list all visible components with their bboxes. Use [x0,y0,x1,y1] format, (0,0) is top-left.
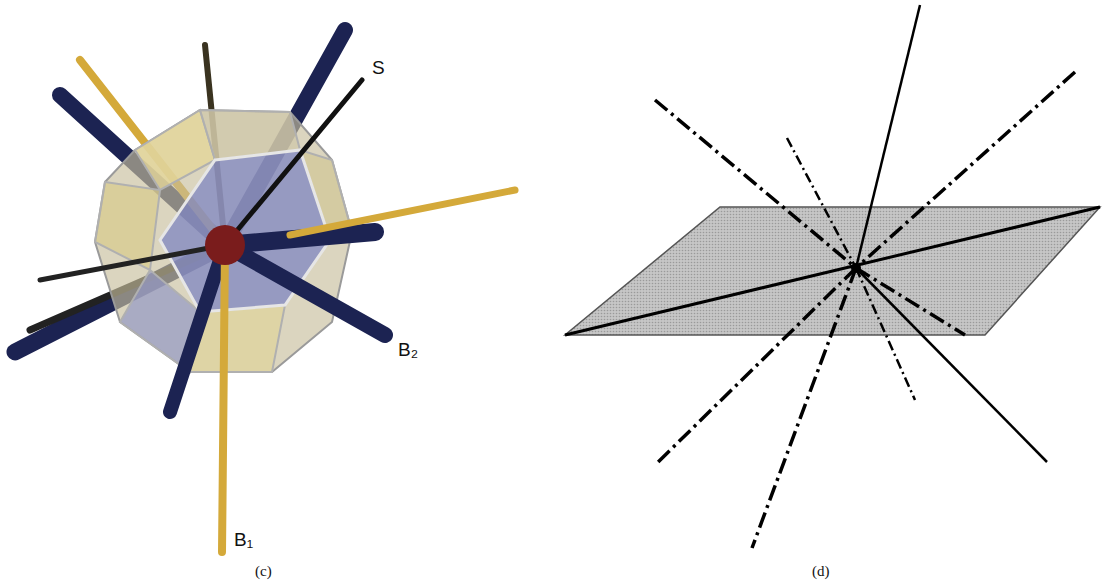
part-label: B₂ [398,340,418,359]
panel-label: (d) [812,564,830,579]
part-label: S [372,58,385,77]
rods-front [40,80,515,552]
plane-diagram [565,5,1100,548]
panel-label: (c) [255,564,272,579]
part-label: B₁ [234,530,253,549]
